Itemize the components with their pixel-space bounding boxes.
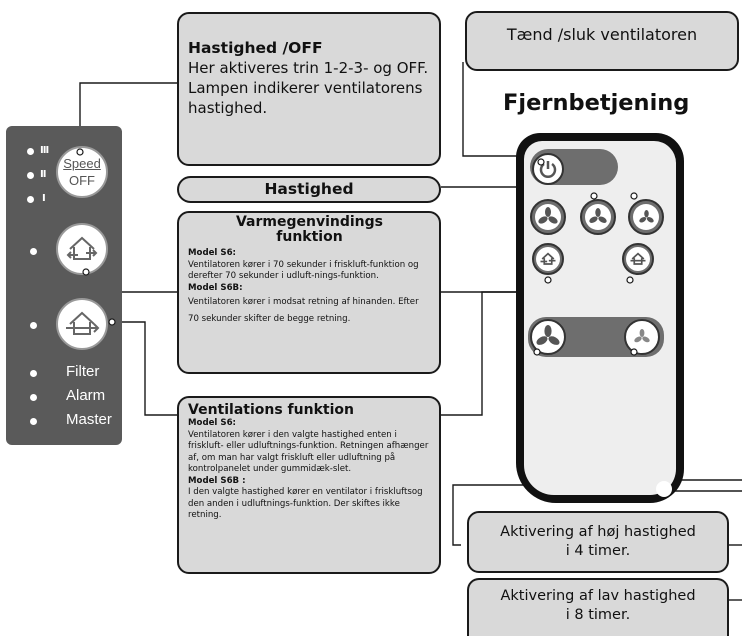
house-swap-icon [66, 236, 98, 260]
fan-speed-1-button[interactable] [530, 199, 566, 235]
heat-recovery-box: Varmegenvindings funktion Model S6: Vent… [177, 211, 441, 374]
speed-led-1 [27, 196, 34, 203]
house-arrow-icon [66, 311, 100, 335]
low-speed-timer-button[interactable] [624, 319, 660, 355]
heat-recovery-remote-button[interactable] [532, 243, 564, 275]
master-led [30, 418, 37, 425]
speed-info-text: Her aktiveres trin 1-2-3- og OFF. Lampen… [188, 59, 429, 117]
high-speed-line1: Aktivering af høj hastighed [500, 524, 696, 540]
vent-s6b-heading: Model S6B : [188, 475, 246, 486]
low-speed-line2: i 8 timer. [565, 607, 631, 623]
heat-s6b-text: Ventilatoren kører i modsat retning af h… [188, 297, 419, 324]
control-panel: III II I Speed OFF Filter Alarm [6, 126, 122, 445]
speed-info-box: Hastighed /OFF Her aktiveres trin 1-2-3-… [177, 12, 441, 166]
speed-level-1: I [42, 193, 46, 204]
speed-button-top: Speed [63, 156, 101, 171]
power-icon [539, 161, 557, 178]
fan-icon [536, 325, 560, 345]
ventilation-title: Ventilations funktion [188, 402, 354, 418]
fan-icon [538, 207, 558, 224]
hastighed-pill: Hastighed [177, 176, 441, 203]
ir-sensor [656, 481, 672, 497]
fan-speed-2-button[interactable] [580, 199, 616, 235]
filter-led [30, 370, 37, 377]
ventilation-remote-button[interactable] [622, 243, 654, 275]
heat-s6-text: Ventilatoren kører i 70 sekunder i frisk… [188, 259, 419, 282]
vent-s6-text: Ventilatoren kører i den valgte hastighe… [188, 429, 429, 475]
speed-led-3 [27, 148, 34, 155]
low-speed-line1: Aktivering af lav hastighed [500, 588, 696, 604]
speed-off-button[interactable]: Speed OFF [56, 146, 108, 198]
alarm-label: Alarm [66, 387, 106, 404]
heat-recovery-title: Varmegenvindings funktion [235, 214, 384, 245]
fan-speed-3-button[interactable] [628, 199, 664, 235]
high-speed-timer-button[interactable] [530, 319, 566, 355]
speed-button-bottom: OFF [69, 173, 95, 188]
ventilation-box: Ventilations funktion Model S6: Ventilat… [177, 396, 441, 574]
alarm-led [30, 394, 37, 401]
speed-level-2: II [40, 169, 47, 180]
remote-control [516, 133, 684, 503]
vent-s6b-text: I den valgte hastighed kører en ventilat… [188, 487, 423, 520]
fan-icon [638, 209, 654, 222]
fan-icon [634, 329, 650, 343]
vent-led [30, 322, 37, 329]
house-swap-icon [540, 252, 556, 265]
speed-led-2 [27, 172, 34, 179]
power-button[interactable] [532, 153, 564, 185]
hastighed-label: Hastighed [264, 180, 354, 198]
low-speed-box: Aktivering af lav hastighed i 8 timer. [467, 578, 729, 636]
heat-recovery-panel-button[interactable] [56, 223, 108, 275]
house-arrow-icon [630, 252, 646, 265]
filter-label: Filter [66, 363, 100, 380]
ventilation-panel-button[interactable] [56, 298, 108, 350]
high-speed-line2: i 4 timer. [565, 543, 631, 559]
high-speed-box: Aktivering af høj hastighed i 4 timer. [467, 511, 729, 573]
power-info-label: Tænd /sluk ventilatoren [506, 25, 698, 44]
heat-s6b-heading: Model S6B: [188, 282, 243, 293]
remote-title: Fjernbetjening [503, 90, 690, 116]
vent-s6-heading: Model S6: [188, 418, 236, 428]
heat-s6-heading: Model S6: [188, 248, 236, 258]
speed-level-3: III [40, 145, 49, 156]
heat-led [30, 248, 37, 255]
master-label: Master [66, 411, 112, 428]
power-info-box: Tænd /sluk ventilatoren [465, 11, 739, 71]
fan-icon [589, 208, 607, 223]
speed-info-title: Hastighed /OFF [188, 39, 323, 57]
